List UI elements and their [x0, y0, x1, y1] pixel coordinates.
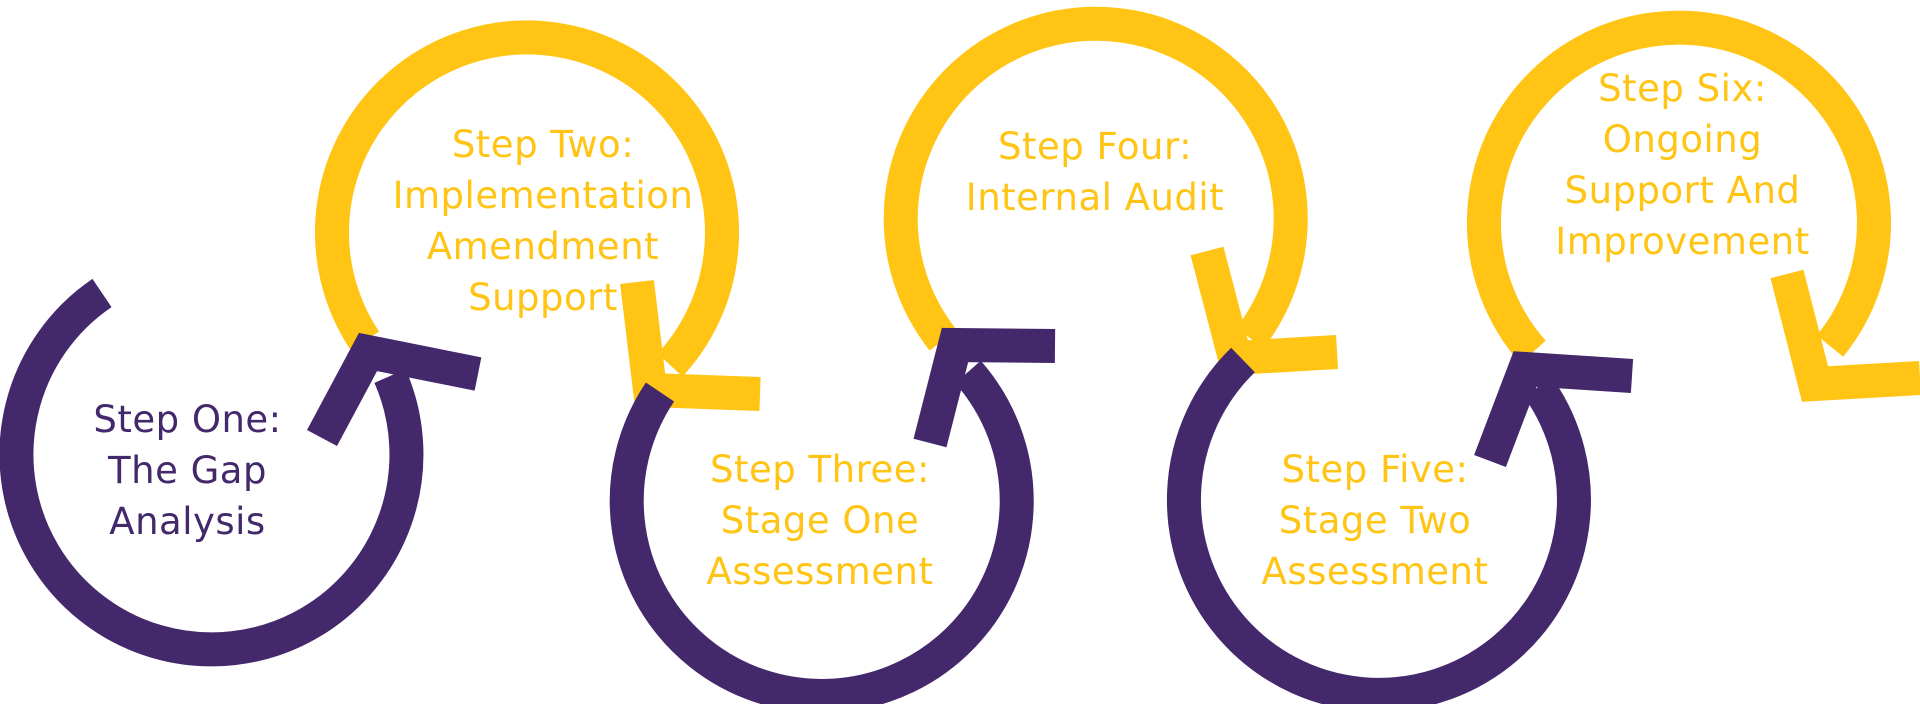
step-one-label: Step One: The Gap Analysis: [40, 394, 335, 547]
step-one-line-3: Analysis: [109, 500, 266, 543]
step-four-heading: Step Four:: [997, 125, 1193, 168]
step-five-label: Step Five: Stage Two Assessment: [1225, 444, 1525, 597]
step-three-line-2: Stage One: [720, 499, 920, 542]
step-four-line-2: Internal Audit: [965, 176, 1225, 219]
loop-arc: [883, 6, 1308, 351]
loop-arc: [1466, 10, 1891, 364]
step-two-line-4: Support: [468, 276, 618, 319]
loop-arc: [609, 360, 1034, 704]
step-two-heading: Step Two:: [451, 123, 635, 166]
arrowhead-icon: [307, 332, 482, 447]
step-five-line-2: Stage Two: [1278, 499, 1472, 542]
step-one-heading: Step One:: [93, 398, 282, 441]
step-five-line-3: Assessment: [1261, 550, 1489, 593]
step-six-line-3: Support And: [1564, 169, 1801, 212]
step-six-line-4: Improvement: [1555, 220, 1810, 263]
step-six-heading: Step Six:: [1598, 67, 1767, 110]
loop-arc: [1167, 347, 1591, 704]
arrowhead-icon: [913, 327, 1056, 448]
step-two-label: Step Two: Implementation Amendment Suppo…: [378, 119, 708, 323]
loop-step-one: [0, 278, 482, 667]
loop-arc: [314, 20, 739, 377]
step-six-label: Step Six: Ongoing Support And Improvemen…: [1520, 63, 1845, 267]
step-one-line-2: The Gap: [108, 449, 267, 492]
step-three-line-3: Assessment: [706, 550, 934, 593]
step-three-label: Step Three: Stage One Assessment: [670, 444, 970, 597]
loop-step-five: [1167, 347, 1634, 704]
loop-arc: [0, 278, 424, 667]
arrowhead-icon: [1474, 351, 1634, 468]
step-three-heading: Step Three:: [710, 448, 930, 491]
step-two-line-2: Implementation: [392, 174, 694, 217]
step-two-line-3: Amendment: [426, 225, 660, 268]
step-five-heading: Step Five:: [1281, 448, 1469, 491]
arrowhead-icon: [1770, 269, 1920, 402]
loop-step-six: [1466, 10, 1920, 402]
loop-step-three: [609, 327, 1056, 704]
step-six-line-2: Ongoing: [1602, 118, 1763, 161]
step-four-label: Step Four: Internal Audit: [935, 121, 1255, 223]
